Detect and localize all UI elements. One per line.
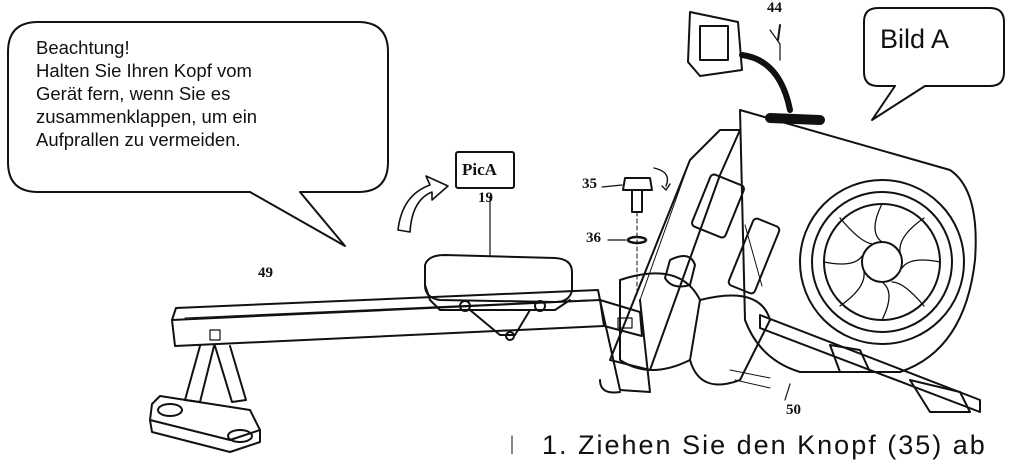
part-label-49: 49	[258, 265, 273, 281]
seat-part	[424, 195, 573, 341]
figure-callout-bubble	[863, 7, 1005, 121]
pica-tag-box	[455, 151, 515, 189]
warning-body: Halten Sie Ihren Kopf vom Gerät fern, we…	[36, 60, 258, 150]
flywheel-part	[739, 109, 977, 373]
pica-tag-label: PicA	[462, 160, 497, 179]
figure-callout-label: Bild A	[880, 24, 950, 54]
knob-part	[622, 167, 671, 291]
part-label-36: 36	[586, 230, 601, 246]
washer-part	[626, 235, 648, 245]
leader-lines	[601, 29, 781, 241]
part-label-19: 19	[478, 190, 493, 206]
footrest-part	[599, 272, 771, 394]
part-label-35: 35	[582, 176, 597, 192]
fold-arrow-icon	[397, 175, 449, 233]
warning-callout-text: Beachtung! Halten Sie Ihren Kopf vom Ger…	[36, 36, 257, 151]
warning-callout-bubble	[7, 21, 389, 247]
monitor-part	[687, 11, 825, 125]
part-label-44: 44	[767, 0, 782, 16]
warning-heading: Beachtung!	[36, 37, 130, 58]
rail-part	[171, 289, 643, 347]
instruction-step-text: 1. Ziehen Sie den Knopf (35) ab	[542, 430, 987, 460]
front-foot-part	[149, 345, 261, 453]
rear-stabilizer-part	[729, 314, 981, 413]
part-label-50: 50	[786, 402, 801, 418]
